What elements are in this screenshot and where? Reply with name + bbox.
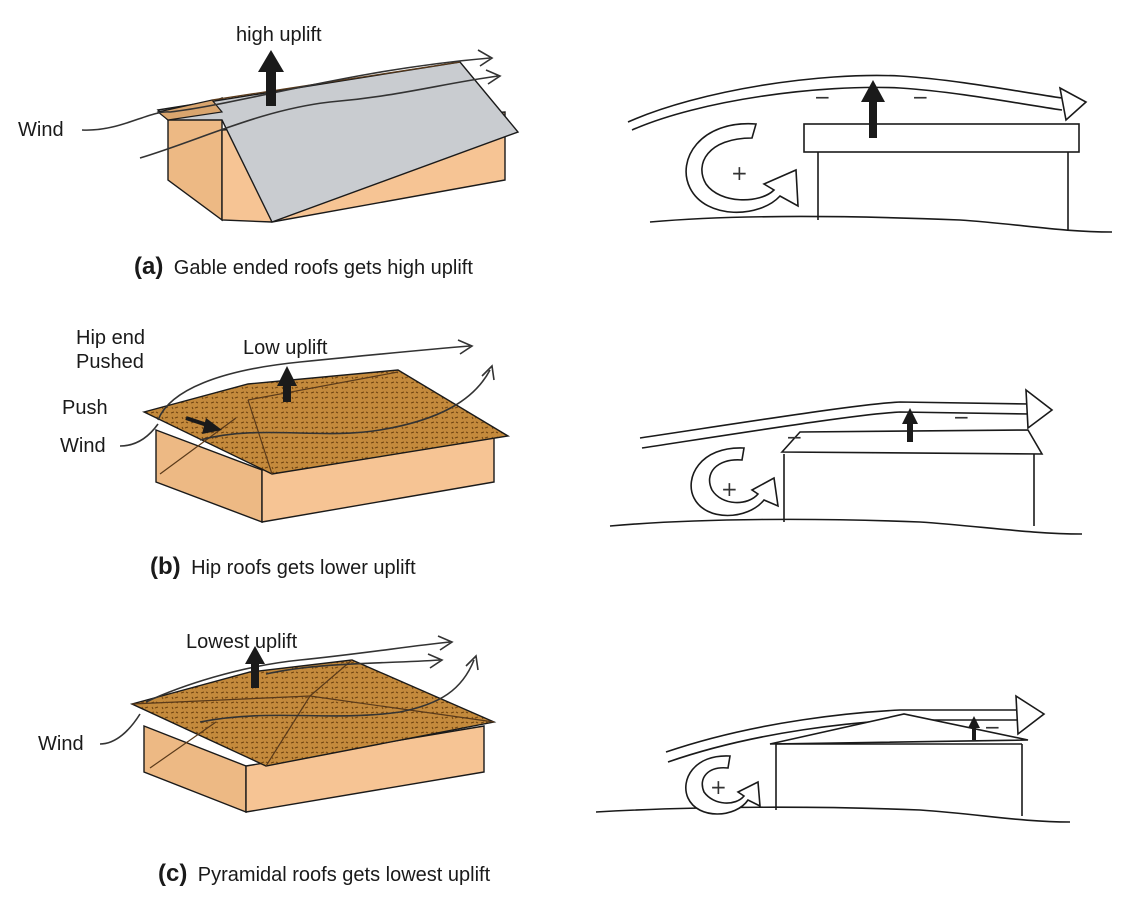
section-view-c: − + — [595, 694, 1071, 823]
hip-house-3d — [142, 369, 511, 524]
hip-end-label: Hip end — [76, 327, 145, 349]
suction-sign: − — [814, 85, 831, 109]
caption-c: (c) Pyramidal roofs gets lowest uplift — [158, 860, 491, 887]
wind-label: Wind — [38, 733, 84, 755]
section-view-b: − − + — [609, 388, 1083, 535]
wind-label: Wind — [18, 119, 64, 141]
wind-arrowhead — [437, 635, 454, 651]
wind-pointer — [99, 713, 141, 745]
push-arrow — [185, 416, 222, 434]
gable-ridge — [211, 61, 461, 101]
wind-arrowhead — [485, 69, 502, 85]
uplift-arrow — [861, 80, 885, 138]
wind-arrowhead — [481, 364, 495, 381]
uplift-arrow — [245, 646, 265, 688]
panel-a: high uplift Wind − − + (a) Gable ended r… — [18, 24, 1113, 280]
pushed-label: Pushed — [76, 351, 144, 373]
hip-roof — [142, 369, 511, 475]
caption-tag: (b) — [150, 553, 181, 580]
wind-line — [265, 659, 441, 675]
hip-ridge — [247, 371, 399, 401]
suction-sign: − — [953, 405, 970, 429]
suction-sign: − — [786, 425, 803, 449]
rotor-vortex — [690, 447, 779, 517]
wind-arrowhead — [477, 49, 494, 67]
pressure-sign: + — [721, 477, 738, 501]
hip-edge — [247, 399, 273, 475]
push-label: Push — [62, 397, 108, 419]
wind-line — [199, 659, 475, 723]
wind-line — [145, 641, 451, 703]
suction-sign: − — [912, 85, 929, 109]
pyramid-roof — [129, 659, 497, 767]
wind-pointer — [119, 423, 159, 447]
pyramid-edge — [309, 695, 495, 723]
rotor-vortex — [685, 755, 761, 815]
uplift-arrow — [968, 716, 980, 740]
section-view-a: − − + — [627, 74, 1113, 233]
pyramid-edge — [131, 695, 311, 705]
pyramid-edge — [309, 659, 353, 697]
uplift-label: high uplift — [236, 24, 322, 46]
pyramid-edge — [149, 721, 217, 769]
pressure-sign: + — [710, 775, 727, 799]
wind-line — [199, 369, 491, 441]
wind-arrowhead — [465, 654, 479, 671]
uplift-arrow — [258, 50, 284, 106]
pyramid-house-3d — [129, 659, 497, 814]
wind-label: Wind — [60, 435, 106, 457]
wind-arrowhead — [427, 653, 444, 669]
hip-edge — [159, 417, 237, 475]
caption-a: (a) Gable ended roofs gets high uplift — [134, 253, 473, 280]
uplift-label: Lowest uplift — [186, 631, 298, 653]
pressure-sign: + — [731, 161, 748, 185]
gable-roof-end — [156, 99, 224, 121]
uplift-arrow — [902, 408, 918, 442]
rotor-vortex — [685, 123, 799, 214]
wind-line — [139, 75, 499, 159]
gable-house-3d — [156, 61, 520, 223]
caption-tag: (c) — [158, 860, 187, 887]
panel-b: Hip end Pushed Low uplift Push Wind − − … — [60, 327, 1083, 580]
caption-text: Hip roofs gets lower uplift — [191, 557, 416, 579]
uplift-arrow — [277, 366, 297, 402]
caption-text: Gable ended roofs gets high uplift — [174, 257, 474, 279]
wind-line — [81, 57, 491, 131]
uplift-label: Low uplift — [243, 337, 328, 359]
wind-line — [157, 345, 471, 421]
caption-text: Pyramidal roofs gets lowest uplift — [198, 864, 491, 886]
wind-arrowhead — [457, 339, 474, 355]
pyramid-edge — [265, 695, 311, 767]
caption-tag: (a) — [134, 253, 163, 280]
panel-c: Lowest uplift Wind − + (c) Pyramidal roo… — [38, 631, 1071, 887]
suction-sign: − — [984, 715, 1001, 739]
caption-b: (b) Hip roofs gets lower uplift — [150, 553, 416, 580]
